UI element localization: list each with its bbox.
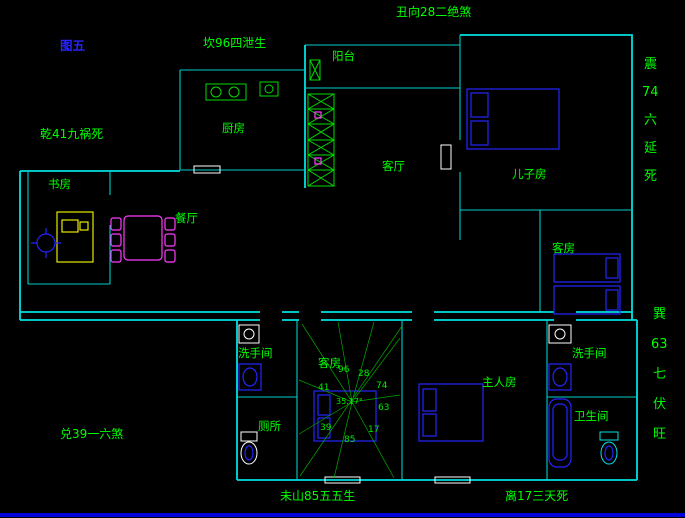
bottom-border-line — [0, 513, 685, 517]
room-label-living: 客厅 — [382, 159, 405, 173]
sink-right — [548, 363, 572, 391]
room-label-dining: 餐厅 — [175, 211, 198, 225]
study-desk — [56, 211, 94, 263]
compass-number: 74 — [376, 381, 388, 391]
compass-number: 85 — [344, 435, 355, 445]
label-bottom-center: 未山85五五生 — [280, 489, 355, 503]
label-right-lower-char: 旺 — [653, 427, 666, 442]
room-label-guest-lower: 客房 — [318, 356, 341, 370]
label-right-upper-char: 六 — [644, 113, 657, 128]
kitchen-stove — [205, 83, 247, 101]
balcony-plant — [309, 59, 321, 81]
annotation-labels: 图五 丑向28二绝煞 坎96四泄生 乾41九祸死 兑39一六煞 未山85五五生 … — [40, 4, 668, 503]
washer-left — [238, 324, 260, 344]
walls — [19, 34, 638, 481]
compass-number: 39 — [320, 423, 332, 433]
kitchen-sink — [259, 81, 279, 97]
room-label-washroom-left: 洗手间 — [238, 346, 273, 360]
son-room-bed — [466, 88, 560, 150]
label-right-upper-char: 延 — [644, 141, 657, 156]
door-leaf — [440, 144, 452, 170]
label-right-lower-char: 伏 — [653, 397, 666, 412]
counter-right — [548, 324, 572, 344]
compass-number: 96 — [338, 365, 350, 375]
toilet-bathroom — [599, 431, 619, 465]
guest-room-beds — [553, 253, 621, 315]
sink-left — [238, 363, 262, 391]
bathtub — [548, 398, 572, 468]
room-label-master: 主人房 — [482, 375, 517, 389]
label-top-left: 坎96四泄生 — [203, 36, 266, 50]
dining-table-set — [110, 215, 176, 263]
compass-lines — [298, 321, 403, 479]
compass-angle: 35.17° — [336, 397, 363, 406]
label-bottom-left: 兑39一六煞 — [60, 427, 123, 441]
toilet-fixture — [240, 431, 258, 465]
master-bed — [418, 383, 484, 442]
living-cabinet — [307, 93, 335, 187]
room-label-washroom-right: 洗手间 — [572, 346, 607, 360]
window-marks — [193, 165, 471, 484]
label-right-lower-char: 巽 — [653, 307, 666, 322]
label-right-upper-char: 震 — [644, 57, 657, 72]
label-right-lower-char: 七 — [653, 367, 666, 382]
room-label-bathroom: 卫生间 — [574, 409, 609, 423]
label-right-upper-char: 74 — [642, 85, 659, 100]
room-label-study: 书房 — [48, 177, 71, 191]
room-labels: 阳台 厨房 客厅 儿子房 书房 餐厅 客房 洗手间 客房 洗手间 厕所 主人房 … — [48, 49, 609, 433]
label-top-center: 丑向28二绝煞 — [396, 4, 471, 19]
room-label-son-room: 儿子房 — [512, 167, 547, 181]
room-label-balcony: 阳台 — [332, 49, 355, 63]
door-openings — [260, 310, 576, 322]
figure-label: 图五 — [60, 38, 86, 53]
office-chair — [31, 228, 61, 258]
room-label-kitchen: 厨房 — [222, 121, 245, 135]
compass-number: 17 — [368, 425, 379, 435]
room-label-guest-upper: 客房 — [552, 241, 575, 255]
label-right-lower-char: 63 — [651, 337, 668, 352]
label-right-upper-char: 死 — [644, 169, 657, 184]
compass-numbers: 96 28 74 63 17 85 39 41 35.17° — [318, 365, 389, 445]
label-left: 乾41九祸死 — [40, 126, 103, 141]
compass-number: 63 — [378, 403, 389, 413]
label-bottom-right: 离17三天死 — [505, 488, 568, 503]
compass-number: 41 — [318, 383, 329, 393]
room-label-toilet: 厕所 — [258, 419, 281, 433]
compass-number: 28 — [358, 369, 370, 379]
